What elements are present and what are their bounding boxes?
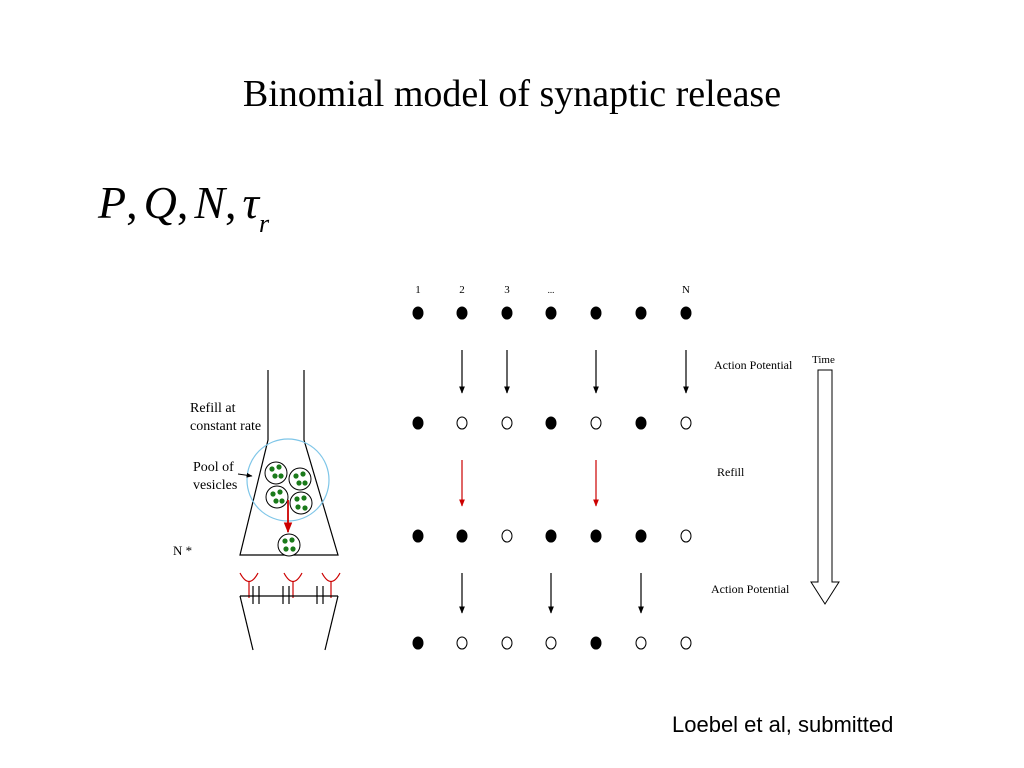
slide-title: Binomial model of synaptic release (242, 73, 782, 115)
release-site-empty (501, 529, 513, 543)
symbol-q: Q (143, 177, 177, 228)
pool-pointer-arrow (237, 472, 253, 478)
n-label: N * (173, 543, 192, 558)
release-site-full (545, 306, 557, 320)
column-label: ... (548, 285, 555, 295)
vesicle (289, 491, 313, 515)
time-label: Time (812, 354, 835, 366)
vesicle (288, 467, 312, 491)
column-label: 3 (504, 284, 510, 296)
release-site-full (680, 306, 692, 320)
release-site-empty (456, 636, 468, 650)
release-site-full (412, 636, 424, 650)
tau-subscript: r (259, 209, 270, 238)
presynaptic-terminal (239, 370, 339, 556)
release-site-empty (680, 636, 692, 650)
release-site-full (456, 529, 468, 543)
postsynaptic-membrane (239, 586, 339, 651)
separator: , (126, 177, 138, 228)
column-label: N (682, 284, 690, 296)
parameter-formula: P,Q,N,τr (98, 176, 269, 239)
release-site-empty (545, 636, 557, 650)
release-site-full (545, 529, 557, 543)
release-site-full (412, 416, 424, 430)
release-site-empty (590, 416, 602, 430)
release-site-full (590, 306, 602, 320)
release-site-full (412, 529, 424, 543)
separator: , (176, 177, 189, 228)
transition-label: Refill (717, 465, 745, 479)
symbol-p: P (98, 177, 127, 228)
release-site-full (501, 306, 513, 320)
release-site-full (635, 306, 647, 320)
pool-label: Pool of vesicles (193, 460, 237, 493)
release-site-full (590, 529, 602, 543)
release-site-full (456, 306, 468, 320)
time-arrow-shape (810, 369, 840, 605)
release-site-full (635, 416, 647, 430)
docked-vesicle (277, 533, 301, 557)
refill-label: Refill at constant rate (190, 401, 261, 434)
release-sites (239, 572, 341, 598)
release-site-empty (635, 636, 647, 650)
release-site-empty (501, 636, 513, 650)
release-site-full (545, 416, 557, 430)
release-site-empty (680, 529, 692, 543)
time-arrow: Time (810, 354, 840, 605)
column-label: 1 (415, 284, 421, 296)
symbol-tau: τ (242, 177, 259, 228)
release-site-empty (680, 416, 692, 430)
separator: , (225, 177, 237, 228)
synapse-diagram: Refill at constant rate Pool of vesicles… (173, 370, 341, 651)
release-site-full (635, 529, 647, 543)
release-site-full (412, 306, 424, 320)
transition-label: Action Potential (711, 582, 790, 596)
vesicle (265, 485, 289, 509)
symbol-n: N (194, 177, 226, 228)
vesicle (264, 461, 288, 485)
release-site-empty (501, 416, 513, 430)
column-label: 2 (459, 284, 465, 296)
transition-label: Action Potential (714, 358, 793, 372)
citation: Loebel et al, submitted (672, 712, 894, 737)
release-site-empty (456, 416, 468, 430)
release-site-full (590, 636, 602, 650)
